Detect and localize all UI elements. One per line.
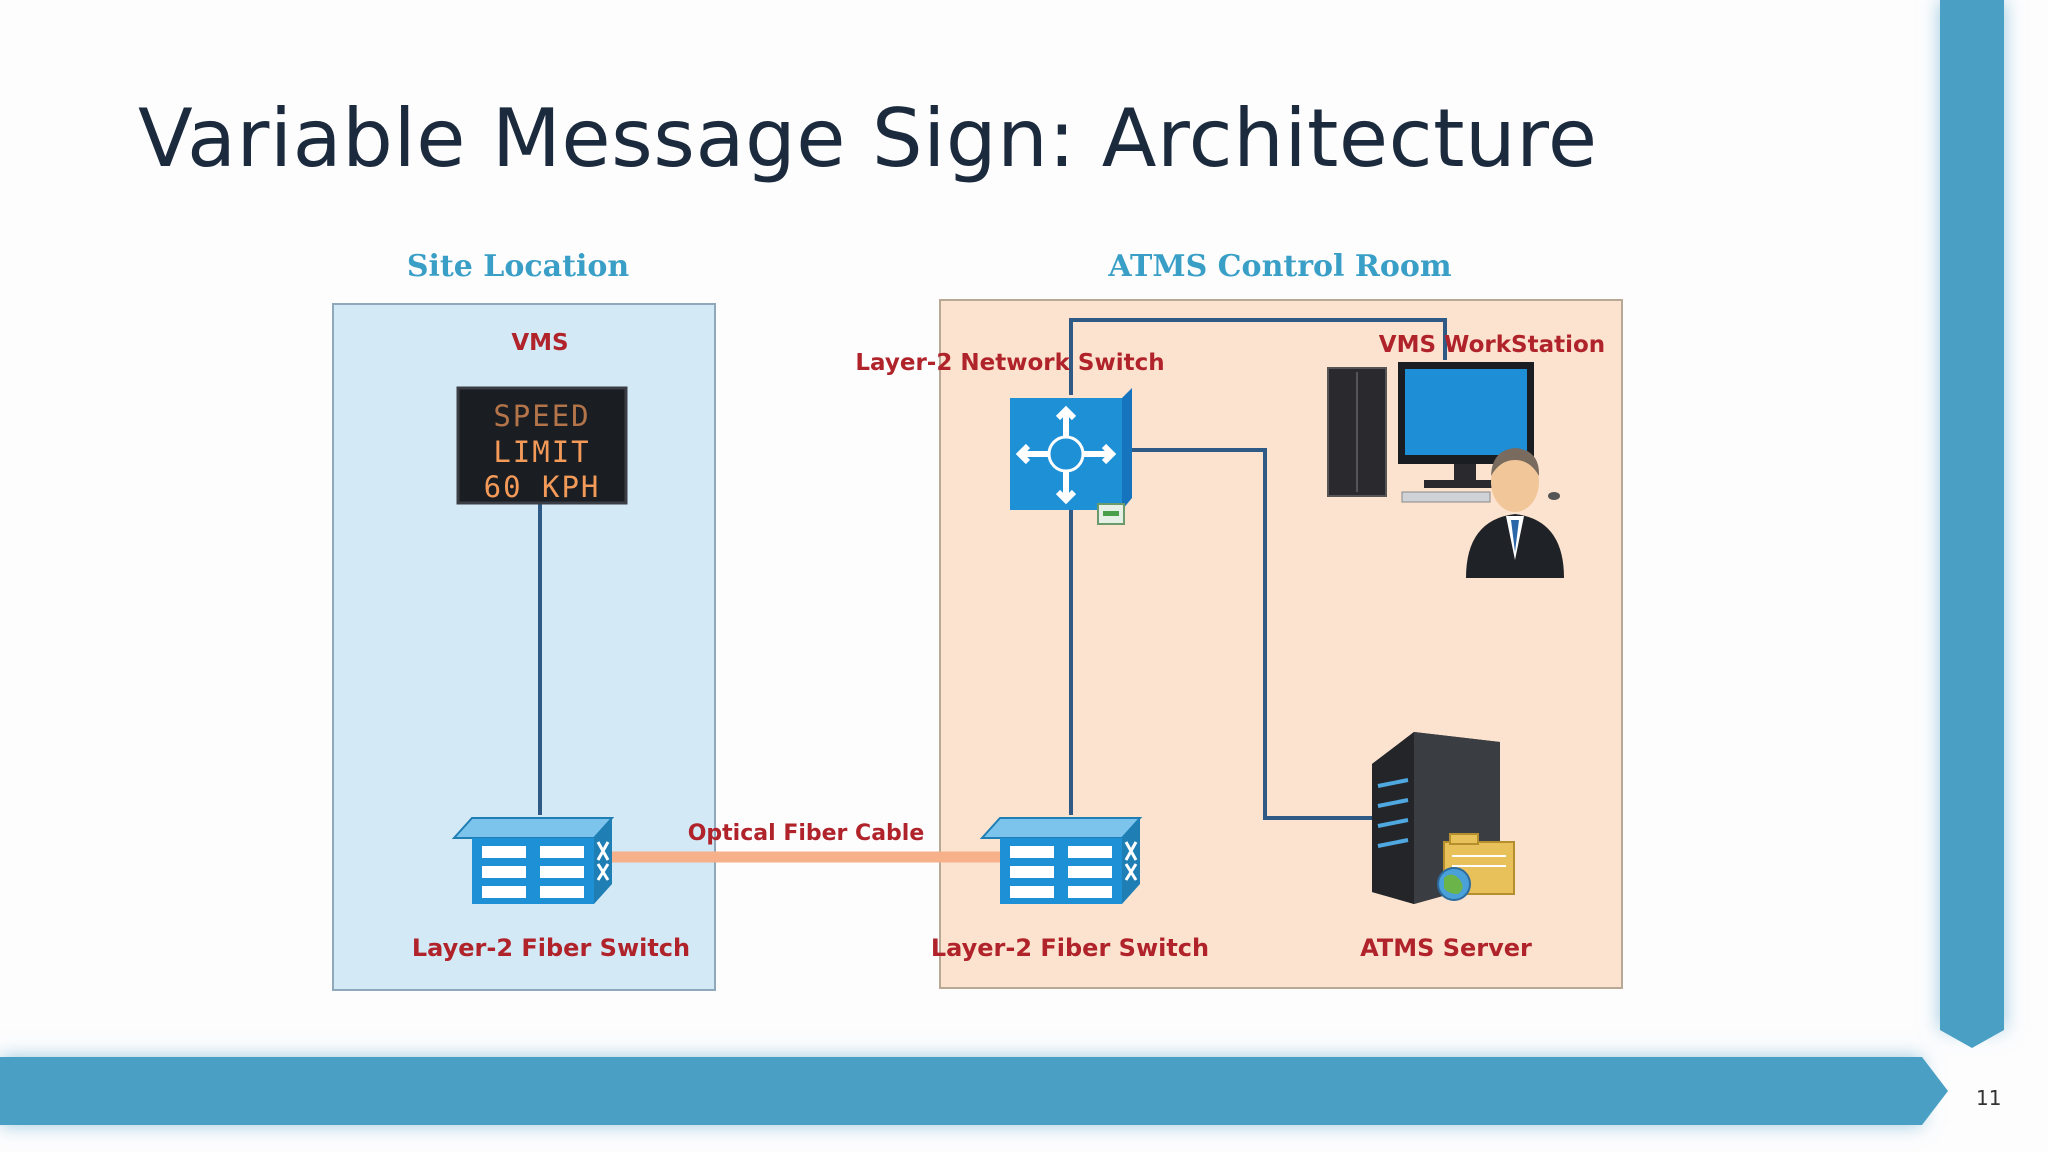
control-room-heading: ATMS Control Room <box>1107 249 1451 284</box>
bottom-accent-bar <box>0 1057 1922 1125</box>
right-accent-bar-tip <box>1940 1030 2004 1048</box>
optical-fiber-cable-label: Optical Fiber Cable <box>688 821 925 846</box>
page-number: 11 <box>1976 1086 2002 1110</box>
vms-sign-line-3: 60 KPH <box>484 470 601 504</box>
bottom-accent-bar-tip <box>1922 1057 1948 1125</box>
server-label: ATMS Server <box>1360 934 1532 962</box>
network-switch-label: Layer-2 Network Switch <box>855 350 1164 376</box>
server-icon <box>1372 732 1515 904</box>
site-fiber-switch-icon <box>451 817 615 904</box>
workstation-icon <box>1327 362 1560 503</box>
right-accent-bar <box>1940 0 2004 1030</box>
operator-avatar-icon <box>1466 448 1564 578</box>
slide-title: Variable Message Sign: Architecture <box>138 92 1598 185</box>
vms-sign-line-2: LIMIT <box>493 435 590 469</box>
vms-label: VMS <box>511 330 568 356</box>
control-fiber-switch-icon <box>979 817 1143 904</box>
control-fiber-switch-label: Layer-2 Fiber Switch <box>931 934 1209 962</box>
site-fiber-switch-label: Layer-2 Fiber Switch <box>412 934 690 962</box>
network-wires <box>538 318 1447 820</box>
workstation-label: VMS WorkStation <box>1379 332 1605 358</box>
vms-sign-line-1: SPEED <box>493 399 590 433</box>
network-switch-icon <box>1010 388 1132 525</box>
vms-sign-icon: SPEED LIMIT 60 KPH <box>456 386 628 505</box>
site-location-heading: Site Location <box>407 249 630 284</box>
